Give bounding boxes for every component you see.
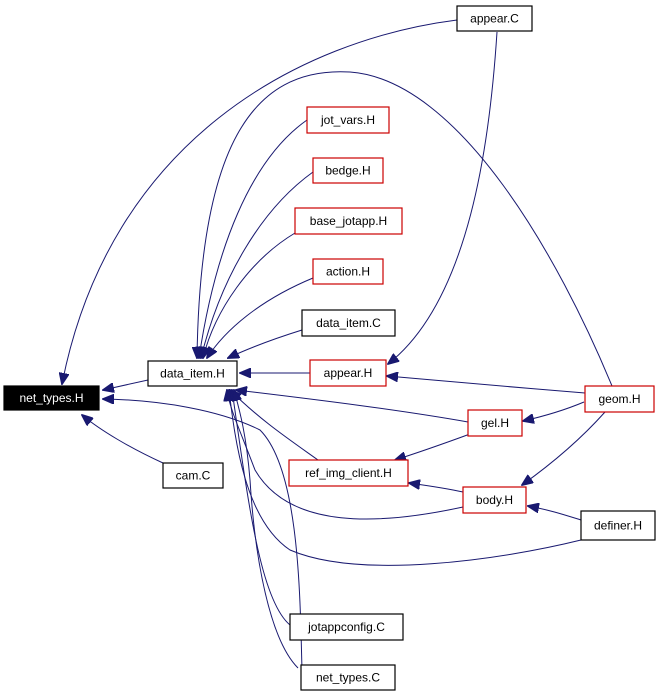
node-label: appear.C (470, 12, 519, 26)
edge-geom-h-to-appear-h (387, 376, 586, 394)
node-label: geom.H (598, 392, 640, 406)
node-label: base_jotapp.H (310, 214, 387, 228)
node-label: jotappconfig.C (307, 620, 385, 634)
edge-net-types-c-to-net-types (103, 399, 303, 671)
node-body-h[interactable]: body.H (462, 486, 527, 514)
node-label: definer.H (594, 519, 642, 533)
edge-net-types-c-to-data-item (234, 390, 299, 669)
node-label: net_types.H (19, 391, 83, 405)
node-jotappconfig-c[interactable]: jotappconfig.C (289, 613, 404, 641)
node-action-h[interactable]: action.H (312, 258, 384, 285)
node-label: ref_img_client.H (305, 466, 392, 480)
node-appear-h[interactable]: appear.H (309, 359, 387, 387)
edge-geom-h-to-data-item (197, 71, 613, 387)
node-geom-h[interactable]: geom.H (584, 385, 655, 413)
edge-bedge-h-to-data-item (201, 171, 314, 358)
node-label: data_item.H (160, 367, 225, 381)
node-label: cam.C (176, 469, 211, 483)
node-label: body.H (476, 493, 513, 507)
edge-gel-h-to-data-item (236, 390, 469, 423)
node-ref-img-client-h[interactable]: ref_img_client.H (288, 459, 409, 487)
edge-appear-c-to-net-types (62, 19, 458, 384)
node-net-types-c[interactable]: net_types.C (300, 664, 396, 691)
edge-action-h-to-data-item (207, 277, 314, 358)
node-jot-vars-h[interactable]: jot_vars.H (306, 106, 390, 134)
edge-jot-vars-h-to-data-item (199, 119, 308, 358)
node-label: action.H (326, 265, 370, 279)
node-label: bedge.H (325, 164, 370, 178)
node-data-item-c[interactable]: data_item.C (301, 309, 396, 337)
edge-body-h-to-ref-img-client-h (409, 483, 464, 493)
edge-gel-h-to-ref-img-client-h (395, 433, 471, 460)
node-net-types-h[interactable]: net_types.H (3, 385, 100, 411)
node-label: net_types.C (316, 671, 380, 685)
node-label: data_item.C (316, 316, 381, 330)
edge-data-item-h-to-net-types (103, 379, 149, 390)
edge-definer-h-to-body-h (528, 506, 582, 521)
node-gel-h[interactable]: gel.H (467, 409, 523, 437)
node-label: appear.H (324, 366, 373, 380)
edge-jotappconfig-c-to-data-item (232, 390, 291, 626)
node-appear-c[interactable]: appear.C (456, 5, 533, 32)
edge-base-jotapp-h-to-data-item (203, 232, 296, 358)
edge-body-h-to-data-item (227, 390, 464, 520)
node-base-jotapp-h[interactable]: base_jotapp.H (294, 207, 403, 235)
edge-cam-c-to-net-types (82, 415, 164, 464)
node-label: jot_vars.H (320, 113, 375, 127)
node-label: gel.H (481, 416, 509, 430)
node-bedge-h[interactable]: bedge.H (312, 157, 384, 184)
edge-geom-h-to-gel-h (523, 401, 585, 421)
edge-geom-h-to-body-h (522, 411, 606, 485)
edge-data-item-c-to-data-item (228, 329, 303, 358)
node-cam-c[interactable]: cam.C (162, 462, 224, 489)
edge-definer-h-to-data-item (229, 390, 582, 566)
edge-appear-c-to-appear-h (388, 31, 498, 364)
node-definer-h[interactable]: definer.H (580, 510, 656, 541)
node-data-item-h[interactable]: data_item.H (147, 360, 238, 387)
